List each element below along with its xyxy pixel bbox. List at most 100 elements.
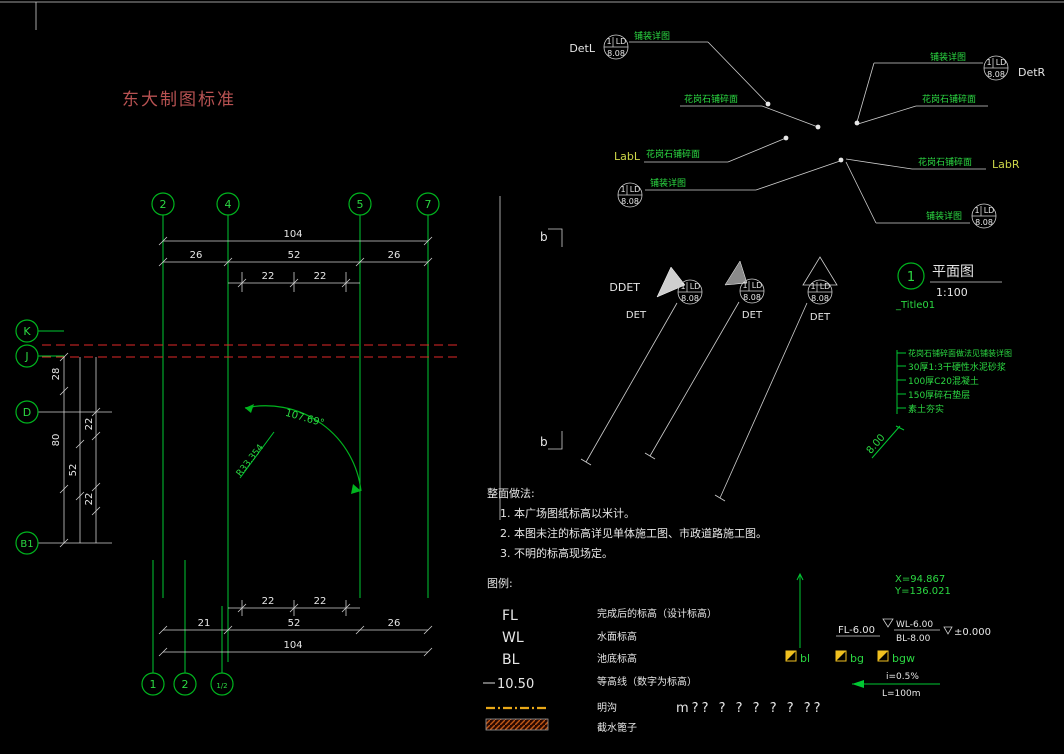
bubble-code: LD <box>984 206 995 215</box>
paving-detail-label: 铺装详图 <box>650 177 686 189</box>
axis-label: 5 <box>357 198 364 211</box>
section-label-top: b <box>540 230 548 244</box>
elev-bl: BL-8.00 <box>896 634 931 644</box>
section-line: b b <box>499 196 563 520</box>
note-item: 1. 本广场图纸标高以米计。 <box>500 506 635 520</box>
elev-zero: ±0.000 <box>954 627 991 638</box>
drawing-title: 东大制图标准 <box>122 90 236 110</box>
axis-label: 1/2 <box>216 682 227 690</box>
note-item: 2. 本图未注的标高详见单体施工图、市政道路施工图。 <box>500 526 767 540</box>
callout-bubble-left-bottom: 1 LD 8.08 铺装详图 <box>617 160 841 208</box>
axis-label: 4 <box>225 198 232 211</box>
arc-dimension: 107.69° R33.354 <box>235 404 362 494</box>
dim-text: 80 <box>51 434 62 447</box>
slope-arrow-icon <box>852 680 864 688</box>
granite-label: 花岗石铺碎面 <box>918 156 972 168</box>
dimensions-left: 28 80 52 22 22 <box>51 352 101 548</box>
bubble-code: LD <box>690 282 701 291</box>
bubble-sheet: 8.08 <box>975 218 993 227</box>
axis-bubbles-top: 2 4 5 7 <box>151 192 440 216</box>
axis-label: B1 <box>20 539 33 550</box>
layer-item: 花岗石铺碎面做法见铺装详图 <box>908 348 1012 358</box>
dim-text: 22 <box>314 596 327 607</box>
spot-symbol-icon <box>786 651 796 661</box>
flag-det-label: DET <box>810 312 831 323</box>
legend-symbol-grate <box>485 718 549 731</box>
layer-item: 100厚C20混凝土 <box>908 375 979 387</box>
bubble-code: LD <box>630 185 641 194</box>
legend-desc-ditch: 明沟 <box>597 701 617 714</box>
callout-labr-label: LabR <box>992 158 1020 171</box>
bubble-code: LD <box>616 37 627 46</box>
callout-node-dots <box>765 101 860 163</box>
spot-label-bl: bl <box>800 652 810 665</box>
spot-symbol-icon <box>836 651 846 661</box>
dim-text: 22 <box>84 493 95 506</box>
spot-symbols: bl bg bgw <box>785 650 915 665</box>
granite-label: 花岗石铺碎面 <box>922 93 976 105</box>
plan-tag: _Title01 <box>895 300 935 311</box>
axis-bubbles-bottom: 1 2 1/2 <box>141 672 234 696</box>
dim-text: 52 <box>288 250 301 261</box>
arc-angle-label: 107.69° <box>284 408 325 430</box>
callout-labl: LabL 花岗石铺碎面 <box>614 137 787 163</box>
spot-symbol-icon <box>878 651 888 661</box>
bubble-sheet: 8.08 <box>743 293 761 302</box>
axis-label: 2 <box>182 678 189 691</box>
dim-text: 52 <box>68 464 79 477</box>
slope-annotation: i=0.5% L=100m <box>852 672 940 699</box>
notes-heading: 整面做法: <box>487 486 535 500</box>
bubble-sheet: 8.08 <box>811 294 829 303</box>
bubble-sheet: 8.08 <box>607 49 625 58</box>
bubble-number: 1 <box>606 37 611 46</box>
legend-desc-wl: 水面标高 <box>597 630 637 643</box>
legend-heading: 图例: <box>487 576 513 590</box>
plan-grid-lines <box>38 215 429 673</box>
pavement-layers: 花岗石铺碎面做法见铺装详图 30厚1:3干硬性水泥砂浆 100厚C20混凝土 1… <box>865 348 1012 459</box>
plan-title-block: 1 平面图 1:100 _Title01 <box>895 262 1002 311</box>
paving-detail-label: 铺装详图 <box>926 210 962 222</box>
callout-detr-label: DetR <box>1018 66 1046 79</box>
centerlines-red <box>42 344 458 358</box>
bubble-number: 1 <box>742 281 747 290</box>
coordinate-labels: X=94.867 Y=136.021 <box>894 574 951 597</box>
dim-text: 28 <box>51 368 62 381</box>
legend-desc-grate: 截水篦子 <box>597 721 637 734</box>
bubble-number: 1 <box>680 282 685 291</box>
callout-labl-label: LabL <box>614 150 641 163</box>
dim-text: 21 <box>198 618 211 629</box>
detail-flag-det-2: 1 LD 8.08 DET <box>644 260 765 460</box>
legend-desc-bl: 池底标高 <box>597 652 637 665</box>
callout-granite-left: 花岗石铺碎面 <box>680 93 819 128</box>
dim-text: 104 <box>283 640 302 651</box>
callout-granite-right: 花岗石铺碎面 <box>857 93 988 125</box>
detail-flag-det-3: 1 LD 8.08 DET <box>714 256 838 502</box>
bubble-sheet: 8.08 <box>621 197 639 206</box>
bubble-code: LD <box>820 282 831 291</box>
bubble-number: 1 <box>974 206 979 215</box>
slope-grade: i=0.5% <box>886 672 919 682</box>
axis-label: 1 <box>150 678 157 691</box>
layer-item: 素土夯实 <box>908 403 944 415</box>
dimensions-top: 104 26 52 26 22 22 <box>158 229 433 292</box>
slope-length: L=100m <box>882 689 921 699</box>
plan-number: 1 <box>907 270 915 285</box>
coord-x: X=94.867 <box>895 574 945 585</box>
bubble-code: LD <box>996 58 1007 67</box>
axis-label: D <box>23 406 31 419</box>
callout-detl: DetL 1 LD 8.08 铺装详图 <box>569 30 769 105</box>
dim-text: 22 <box>262 271 275 282</box>
bubble-number: 1 <box>810 282 815 291</box>
legend-desc-contour: 等高线（数字为标高） <box>597 675 697 688</box>
axis-bubbles-left: K J D B1 <box>15 319 39 555</box>
bubble-sheet: 8.08 <box>987 70 1005 79</box>
bubble-code: LD <box>752 281 763 290</box>
callout-bubble-right-bottom: 铺装详图 1 LD 8.08 <box>845 161 997 229</box>
bubble-number: 1 <box>620 185 625 194</box>
legend-block: 图例: FL 完成后的标高（设计标高） WL 水面标高 BL 池底标高 10.5… <box>483 576 717 734</box>
legend-symbol-bl: BL <box>502 652 520 668</box>
notes-block: 整面做法: 1. 本广场图纸标高以米计。 2. 本图未注的标高详见单体施工图、市… <box>487 486 767 560</box>
legend-symbol-fl: FL <box>502 608 518 624</box>
dim-text: 22 <box>84 418 95 431</box>
